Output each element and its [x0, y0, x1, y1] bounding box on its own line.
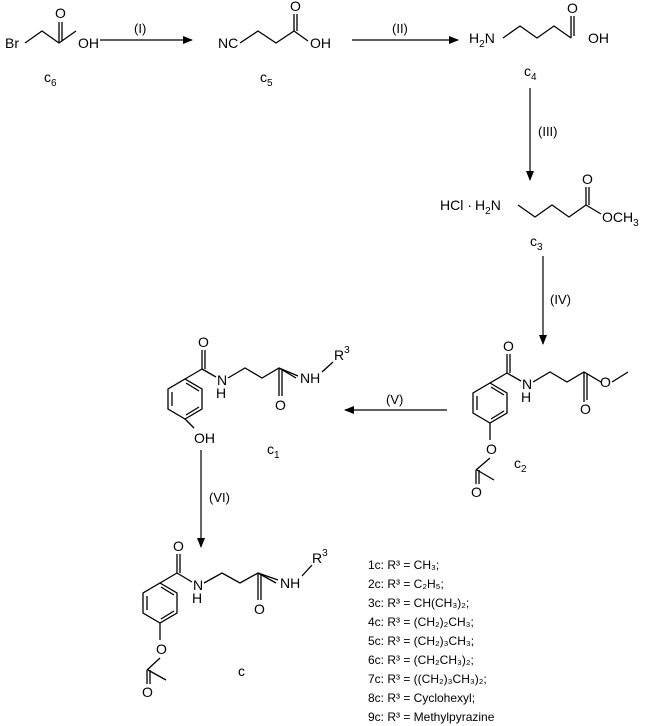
- atom-h: H: [192, 590, 202, 606]
- legend-item: 8c: R³ = Cyclohexyl;: [368, 691, 475, 705]
- atom-n: N: [522, 376, 532, 392]
- compound-c: O N H O NH R3 O O c: [142, 538, 328, 700]
- atom-och3: OCH3: [602, 209, 639, 229]
- c2-benzene-ring: [472, 382, 508, 424]
- legend-item: 6c: R³ = (CH₂CH₃)₂;: [368, 653, 474, 667]
- step-3: (III): [526, 88, 558, 181]
- condition-5: (V): [386, 392, 403, 407]
- atom-o: O: [580, 401, 591, 417]
- c1-chain: [227, 367, 297, 379]
- legend-item: 5c: R³ = (CH₂)₃CH₃;: [368, 634, 474, 648]
- label-c3: c3: [530, 233, 543, 253]
- label-c2: c2: [514, 455, 527, 475]
- condition-4: (IV): [550, 292, 571, 307]
- label-c5: c5: [260, 69, 273, 89]
- atom-hcl: HCl·H2N: [440, 197, 501, 217]
- compound-c2: O N H O O O O c2: [471, 338, 629, 500]
- legend-item: 7c: R³ = ((CH₂)₃CH₃)₂;: [368, 672, 487, 686]
- condition-1: (I): [134, 21, 146, 36]
- atom-o: O: [198, 334, 209, 350]
- atom-o: O: [567, 0, 578, 16]
- legend-item: 1c: R³ = CH₃;: [368, 558, 439, 572]
- legend-item: 3c: R³ = CH(CH₃)₂;: [368, 596, 469, 610]
- label-c: c: [238, 663, 245, 679]
- atom-o: O: [275, 397, 286, 413]
- step-4: (IV): [539, 256, 571, 345]
- c2-chain: [532, 371, 602, 383]
- atom-nh: NH: [280, 575, 300, 591]
- legend-item: 4c: R³ = (CH₂)₂CH₃;: [368, 615, 474, 629]
- compound-c6: Br O OH c6: [5, 5, 99, 89]
- atom-o: O: [471, 484, 482, 500]
- atom-o: O: [486, 441, 497, 457]
- atom-o: O: [156, 641, 167, 657]
- atom-h: H: [216, 385, 226, 401]
- atom-nc: NC: [218, 35, 238, 51]
- compound-c3: HCl·H2N O OCH3 c3: [440, 171, 639, 253]
- compound-c5: NC O OH c5: [218, 0, 331, 89]
- c1-benzene-ring: [167, 378, 203, 420]
- atom-oh: OH: [310, 35, 331, 51]
- condition-2: (II): [392, 21, 408, 36]
- step-2: (II): [352, 21, 459, 44]
- atom-br: Br: [5, 35, 19, 51]
- c6-chain: [24, 30, 77, 44]
- atom-n: N: [193, 577, 203, 593]
- atom-o: O: [582, 171, 593, 187]
- step-1: (I): [100, 21, 193, 44]
- legend-item: 2c: R³ = C₂H₅;: [368, 577, 444, 591]
- atom-r3: R3: [312, 548, 328, 566]
- atom-o: O: [290, 0, 301, 14]
- label-c4: c4: [524, 63, 537, 83]
- label-c6: c6: [44, 69, 57, 89]
- substituent-legend: 1c: R³ = CH₃; 2c: R³ = C₂H₅; 3c: R³ = CH…: [368, 558, 495, 724]
- atom-oh: OH: [78, 35, 99, 51]
- atom-oh: OH: [588, 30, 609, 46]
- step-5: (V): [344, 392, 447, 414]
- label-c1: c1: [267, 441, 280, 461]
- atom-o: O: [142, 684, 153, 700]
- condition-3: (III): [538, 124, 558, 139]
- step-6: (VI): [197, 450, 230, 548]
- c-chain: [203, 572, 277, 584]
- atom-oh: OH: [194, 430, 215, 446]
- atom-n: N: [217, 372, 227, 388]
- c3-chain: [517, 204, 587, 218]
- atom-h2n: H2N: [469, 30, 495, 50]
- compound-c4: H2N O OH c4: [469, 0, 609, 83]
- c4-chain: [502, 25, 572, 39]
- atom-o: O: [600, 374, 611, 390]
- atom-r3: R3: [334, 345, 350, 363]
- c-benzene-ring: [142, 582, 178, 624]
- atom-h: H: [521, 389, 531, 405]
- atom-o: O: [503, 338, 514, 354]
- atom-o: O: [254, 601, 265, 617]
- c5-chain: [239, 30, 295, 44]
- condition-6: (VI): [209, 490, 230, 505]
- legend-item: 9c: R³ = Methylpyrazine: [368, 710, 495, 724]
- atom-o: O: [173, 538, 184, 554]
- compound-c1: O N H O NH R3 OH c1: [167, 334, 350, 461]
- atom-o: O: [55, 5, 66, 21]
- atom-nh: NH: [300, 370, 320, 386]
